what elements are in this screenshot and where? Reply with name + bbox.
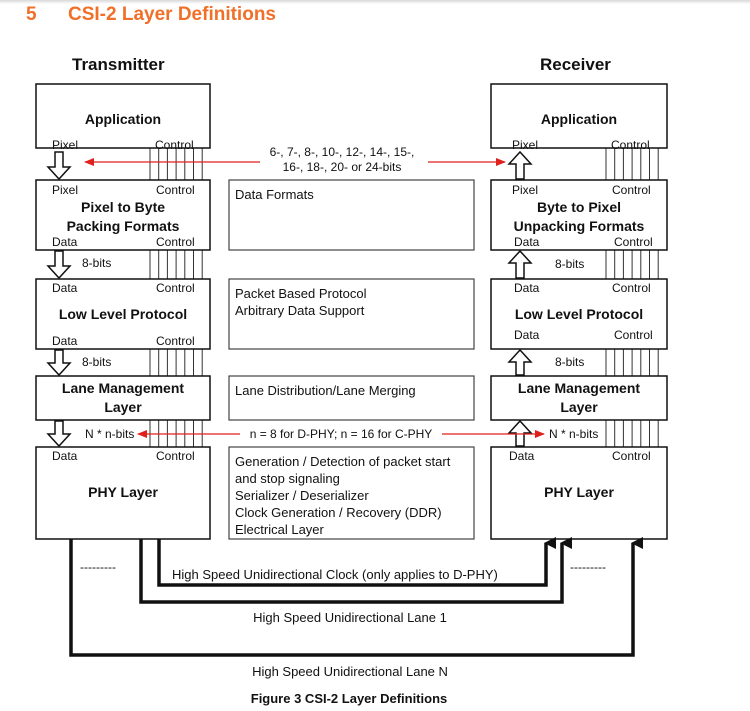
phy-desc-line: Serializer / Deserializer bbox=[235, 488, 369, 503]
transmitter-heading: Transmitter bbox=[72, 55, 165, 74]
clock-link-line bbox=[157, 537, 556, 587]
tx-pack-data-label: Data bbox=[52, 235, 78, 249]
lane-desc-text: Lane Distribution/Lane Merging bbox=[235, 383, 416, 398]
section-title: CSI-2 Layer Definitions bbox=[68, 4, 276, 25]
rx-bus-8bits-2: 8-bits bbox=[555, 355, 584, 369]
tx-app-pixel-label: Pixel bbox=[52, 138, 78, 152]
tx-llp-data2-label: Data bbox=[52, 334, 78, 348]
tx-bus-nbits: N * n-bits bbox=[85, 427, 134, 441]
rx-application-title: Application bbox=[541, 111, 617, 127]
rx-unpack-control-label: Control bbox=[612, 183, 651, 197]
rx-unpack-pixel-label: Pixel bbox=[512, 183, 538, 197]
pixel-bits-label-1: 6-, 7-, 8-, 10-, 12-, 14-, 15-, bbox=[270, 145, 415, 159]
laneN-link-line bbox=[69, 537, 643, 657]
rx-llp-control2-label: Control bbox=[614, 328, 653, 342]
lane-bits-label: n = 8 for D-PHY; n = 16 for C-PHY bbox=[250, 427, 433, 441]
data-formats-text: Data Formats bbox=[235, 187, 314, 202]
rx-unpacking-title-1: Byte to Pixel bbox=[537, 199, 621, 215]
tx-llp-data-label: Data bbox=[52, 281, 78, 295]
receiver-heading: Receiver bbox=[540, 55, 611, 74]
rx-llp-data-label: Data bbox=[514, 281, 540, 295]
rx-app-control-label: Control bbox=[611, 138, 650, 152]
rx-app-pixel-label: Pixel bbox=[512, 138, 538, 152]
tx-bus-8bits-2: 8-bits bbox=[82, 355, 111, 369]
tx-pack-control-label: Control bbox=[156, 183, 195, 197]
rx-llp-box bbox=[490, 278, 668, 350]
rx-8bit-up-arrow-1 bbox=[507, 249, 533, 279]
rx-unpacking-title-2: Unpacking Formats bbox=[514, 218, 645, 234]
phy-desc-box bbox=[228, 446, 475, 540]
rx-bus-8bits-1: 8-bits bbox=[555, 257, 584, 271]
tx-packing-title-1: Pixel to Byte bbox=[81, 199, 165, 215]
tx-application-title: Application bbox=[85, 111, 161, 127]
rx-unpack-data-label: Data bbox=[514, 235, 540, 249]
llp-desc-line: Packet Based Protocol bbox=[235, 286, 367, 301]
figure-caption: Figure 3 CSI-2 Layer Definitions bbox=[251, 691, 448, 706]
tx-phy-control-label: Control bbox=[156, 449, 195, 463]
control-bus-lines bbox=[149, 148, 659, 447]
llp-desc-line: Arbitrary Data Support bbox=[235, 303, 365, 318]
tx-phy-data-label: Data bbox=[52, 449, 78, 463]
tx-8bit-down-arrow-2 bbox=[46, 349, 72, 377]
rx-unpack-control2-label: Control bbox=[614, 235, 653, 249]
rx-lane-mgmt-box bbox=[490, 375, 668, 421]
pixel-bits-label-2: 16-, 18-, 20- or 24-bits bbox=[283, 160, 402, 174]
tx-lane-title-1: Lane Management bbox=[62, 380, 184, 396]
rx-phy-box bbox=[490, 446, 668, 540]
rx-llp-title: Low Level Protocol bbox=[515, 306, 643, 322]
section-number: 5 bbox=[26, 4, 37, 25]
tx-pack-pixel-label: Pixel bbox=[52, 183, 78, 197]
tx-application-box bbox=[35, 83, 211, 149]
rx-unpacking-box bbox=[490, 179, 668, 251]
tx-llp-control2-label: Control bbox=[156, 334, 195, 348]
rx-8bit-up-arrow-2 bbox=[507, 348, 533, 376]
rx-lane-title-2: Layer bbox=[560, 399, 598, 415]
rx-phy-control-label: Control bbox=[612, 449, 651, 463]
tx-pixel-down-arrow bbox=[46, 151, 72, 181]
rx-lane-ellipsis: --------- bbox=[570, 560, 606, 574]
clock-link-label: High Speed Unidirectional Clock (only ap… bbox=[172, 567, 498, 582]
tx-nbit-down-arrow bbox=[46, 420, 72, 448]
phy-desc-line: Clock Generation / Recovery (DDR) bbox=[235, 505, 442, 520]
phy-desc-line: Generation / Detection of packet start bbox=[235, 454, 451, 469]
data-formats-box bbox=[228, 179, 475, 251]
rx-phy-title: PHY Layer bbox=[544, 484, 614, 500]
lane1-link-label: High Speed Unidirectional Lane 1 bbox=[253, 610, 447, 625]
rx-pixel-up-arrow bbox=[507, 150, 533, 180]
rx-llp-data2-label: Data bbox=[514, 328, 540, 342]
laneN-link-label: High Speed Unidirectional Lane N bbox=[252, 664, 448, 679]
lane-desc-box bbox=[228, 375, 475, 421]
tx-llp-control-label: Control bbox=[156, 281, 195, 295]
tx-lane-mgmt-box bbox=[35, 375, 211, 421]
tx-llp-title: Low Level Protocol bbox=[59, 306, 187, 322]
tx-lane-ellipsis: --------- bbox=[80, 560, 116, 574]
rx-bus-nbits: N * n-bits bbox=[549, 427, 598, 441]
rx-application-box bbox=[490, 83, 668, 149]
tx-llp-box bbox=[35, 278, 211, 350]
tx-8bit-down-arrow-1 bbox=[46, 250, 72, 280]
tx-packing-box bbox=[35, 179, 211, 251]
llp-desc-box bbox=[228, 278, 475, 350]
tx-pack-control2-label: Control bbox=[156, 235, 195, 249]
tx-phy-box bbox=[35, 446, 211, 540]
rx-phy-data-label: Data bbox=[509, 449, 535, 463]
tx-lane-title-2: Layer bbox=[104, 399, 142, 415]
tx-app-control-label: Control bbox=[155, 138, 194, 152]
phy-desc-line: and stop signaling bbox=[235, 471, 340, 486]
tx-bus-8bits-1: 8-bits bbox=[82, 256, 111, 270]
tx-packing-title-2: Packing Formats bbox=[67, 218, 180, 234]
tx-phy-title: PHY Layer bbox=[88, 484, 158, 500]
rx-lane-title-1: Lane Management bbox=[518, 380, 640, 396]
lane1-link-line bbox=[139, 537, 572, 604]
phy-desc-line: Electrical Layer bbox=[235, 522, 325, 537]
rx-llp-control-label: Control bbox=[612, 281, 651, 295]
page-top-border bbox=[0, 0, 750, 4]
